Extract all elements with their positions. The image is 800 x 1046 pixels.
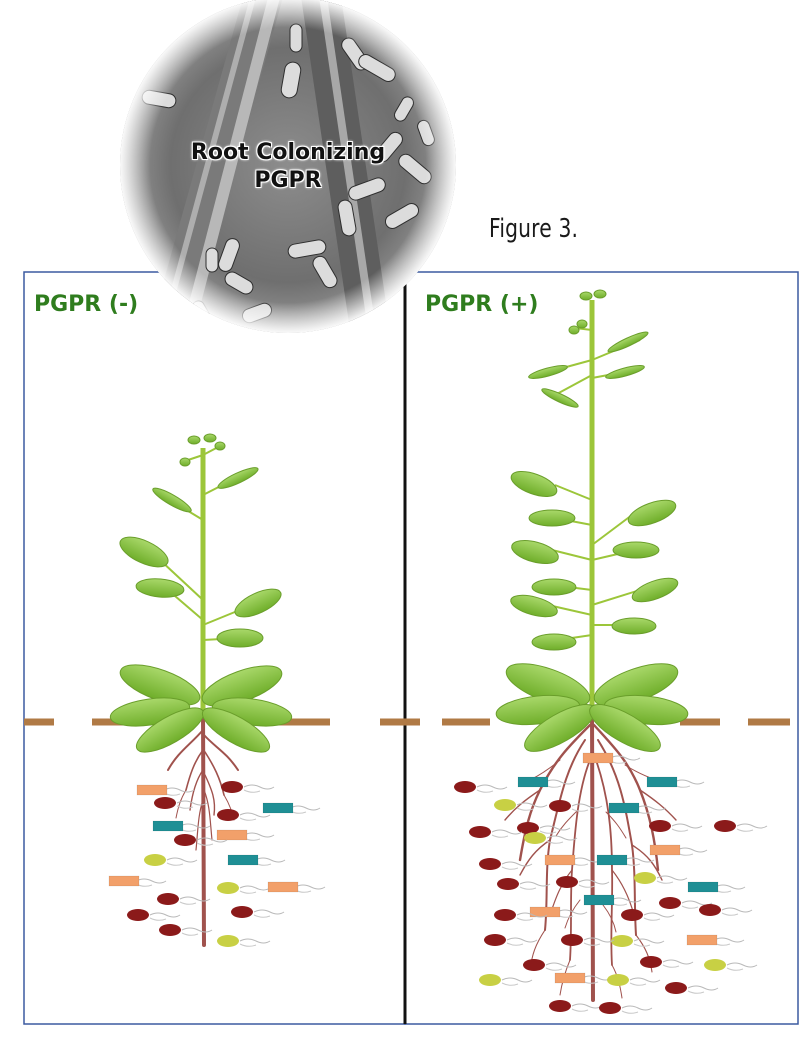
bacterium — [561, 934, 615, 946]
bacterium — [599, 1002, 653, 1014]
bacterium — [529, 906, 588, 918]
bacterium — [231, 906, 285, 918]
bacterium — [144, 854, 198, 866]
bacterium — [607, 974, 661, 986]
bacterium — [549, 1000, 603, 1012]
bacterium — [517, 822, 571, 834]
bacterium — [217, 809, 271, 821]
bacterium — [494, 799, 548, 811]
bacterium — [611, 935, 665, 947]
bacterium — [524, 832, 578, 844]
bacterium — [687, 881, 746, 893]
bacterium — [454, 781, 508, 793]
bacterium — [159, 924, 213, 936]
bacteria-right — [454, 752, 768, 1014]
bacterium — [714, 820, 768, 832]
bacterium — [221, 781, 275, 793]
bacterium — [582, 752, 641, 764]
bacterium — [634, 872, 688, 884]
bacterium — [227, 854, 286, 866]
bacteria-left — [108, 781, 326, 947]
panel-label-pgpr-minus: PGPR (-) — [34, 292, 139, 317]
bacterium — [484, 934, 538, 946]
bacterium — [556, 876, 610, 888]
bacterium — [154, 797, 208, 809]
figure-caption: Figure 3. — [489, 214, 579, 244]
bacterium — [686, 934, 745, 946]
bacterium — [262, 802, 321, 814]
plant-left — [109, 433, 293, 947]
bacterium — [108, 875, 167, 887]
plant-right — [495, 289, 689, 1002]
roots-right — [504, 710, 677, 1002]
bacterium — [267, 881, 326, 893]
bacterium — [523, 959, 577, 971]
bacterium — [127, 909, 181, 921]
bacterium — [469, 826, 523, 838]
bacterium — [640, 956, 694, 968]
leaves-right — [495, 289, 689, 752]
bacterium — [217, 882, 271, 894]
bacterium — [479, 974, 533, 986]
panel-frame-right — [404, 271, 799, 1025]
micrograph-label-line2: PGPR — [254, 168, 322, 193]
bacterium — [152, 820, 211, 832]
bacterium — [157, 893, 211, 905]
bacterium — [217, 935, 271, 947]
leaves-left — [109, 433, 293, 753]
bacterium — [216, 829, 275, 841]
bacterium — [608, 802, 667, 814]
bacterium — [596, 854, 655, 866]
bacterium — [583, 894, 642, 906]
bacterium — [517, 776, 576, 788]
micrograph — [120, 0, 456, 333]
bacterium — [479, 858, 533, 870]
bacterium — [649, 844, 708, 856]
bacterium — [665, 982, 719, 994]
bacterium — [174, 834, 228, 846]
bacterium — [704, 959, 758, 971]
bacterium — [621, 909, 675, 921]
micrograph-label-line1: Root Colonizing — [190, 140, 386, 165]
bacterium — [649, 820, 703, 832]
panel-frame-left — [23, 271, 406, 1025]
panel-label-pgpr-plus: PGPR (+) — [425, 292, 539, 317]
bacterium — [699, 904, 753, 916]
bacterium — [497, 878, 551, 890]
bacterium — [544, 854, 603, 866]
bacterium — [549, 800, 603, 812]
bacterium — [646, 776, 705, 788]
bacterium — [136, 784, 195, 796]
bacterium — [494, 909, 548, 921]
